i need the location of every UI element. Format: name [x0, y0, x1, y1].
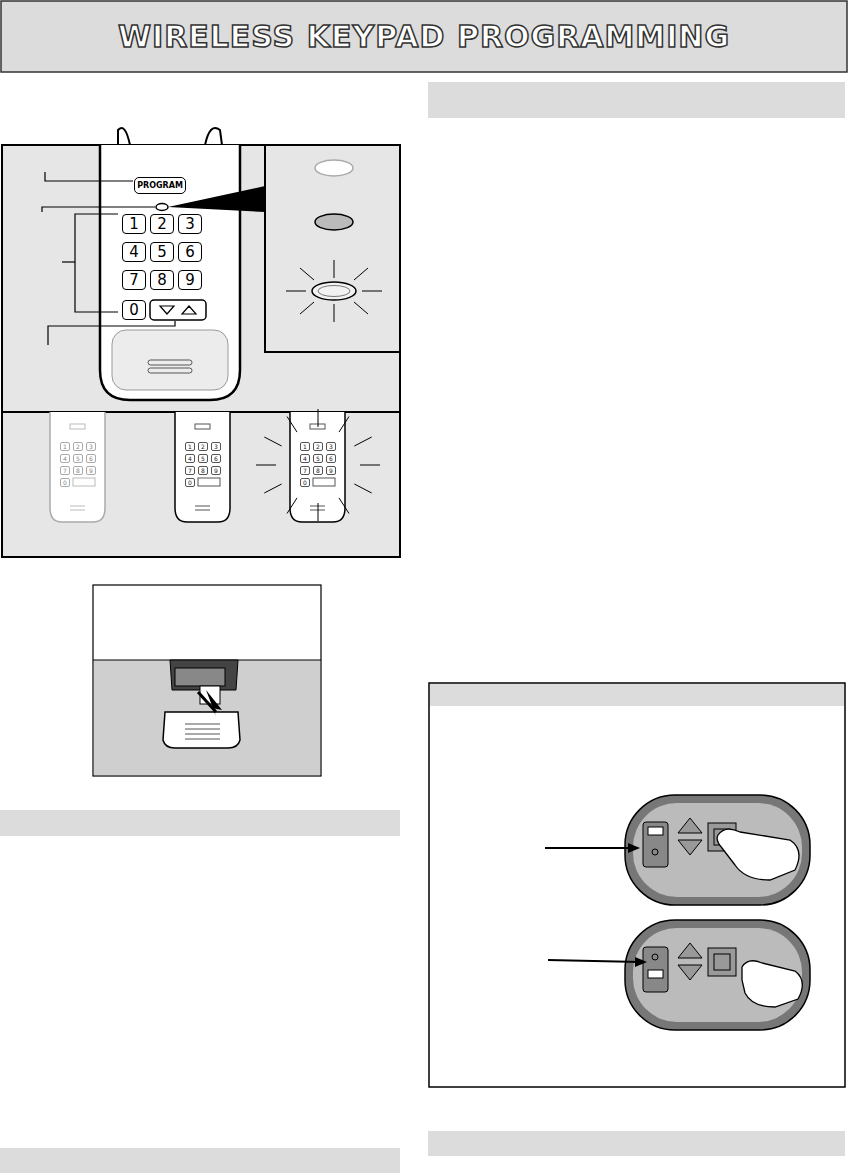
small-key-digit: 8: [313, 466, 323, 475]
key-digit: 5: [157, 245, 167, 260]
title-band: WIRELESS KEYPAD PROGRAMMING: [0, 0, 848, 72]
small-key-digit: 3: [211, 442, 221, 451]
small-key-digit: 1: [185, 442, 195, 451]
small-key-digit: 0: [60, 478, 70, 487]
key-digit: 3: [185, 217, 195, 232]
key-digit: 2: [157, 217, 167, 232]
keypad-key: 3: [178, 214, 202, 234]
keypad-key: 8: [150, 270, 174, 290]
keypad-key: 4: [122, 242, 146, 262]
small-key-digit: 9: [86, 466, 96, 475]
small-key-digit: 3: [86, 442, 96, 451]
small-key-digit: 7: [185, 466, 195, 475]
key-digit: 8: [157, 273, 167, 288]
small-key-digit: 4: [300, 454, 310, 463]
keypad-key: 2: [150, 214, 174, 234]
small-key-digit: 5: [313, 454, 323, 463]
small-key-digit: 4: [185, 454, 195, 463]
keypad-key: 0: [122, 300, 146, 320]
small-key-digit: 2: [198, 442, 208, 451]
small-key-digit: 6: [86, 454, 96, 463]
page-title: WIRELESS KEYPAD PROGRAMMING: [118, 19, 730, 54]
small-key-digit: 8: [73, 466, 83, 475]
key-digit: 1: [129, 217, 139, 232]
small-key-digit: 3: [326, 442, 336, 451]
keypad-key: 6: [178, 242, 202, 262]
key-digit: 7: [129, 273, 139, 288]
key-digit: 0: [129, 303, 139, 318]
small-key-digit: 9: [326, 466, 336, 475]
keypad-key: 7: [122, 270, 146, 290]
keypad-key: 5: [150, 242, 174, 262]
key-digit: 9: [185, 273, 195, 288]
key-digit: 4: [129, 245, 139, 260]
small-key-digit: 4: [60, 454, 70, 463]
program-button: PROGRAM: [134, 177, 186, 194]
small-key-digit: 5: [73, 454, 83, 463]
small-key-digit: 2: [313, 442, 323, 451]
keypad-key: 9: [178, 270, 202, 290]
small-key-digit: 7: [60, 466, 70, 475]
small-key-digit: 1: [60, 442, 70, 451]
small-key-digit: 0: [300, 478, 310, 487]
small-key-digit: 7: [300, 466, 310, 475]
small-key-digit: 6: [211, 454, 221, 463]
small-key-digit: 1: [300, 442, 310, 451]
small-key-digit: 6: [326, 454, 336, 463]
small-key-digit: 0: [185, 478, 195, 487]
small-key-digit: 8: [198, 466, 208, 475]
small-key-digit: 5: [198, 454, 208, 463]
button-label: PROGRAM: [137, 182, 183, 190]
keypad-key: 1: [122, 214, 146, 234]
small-key-digit: 9: [211, 466, 221, 475]
key-digit: 6: [185, 245, 195, 260]
small-key-digit: 2: [73, 442, 83, 451]
